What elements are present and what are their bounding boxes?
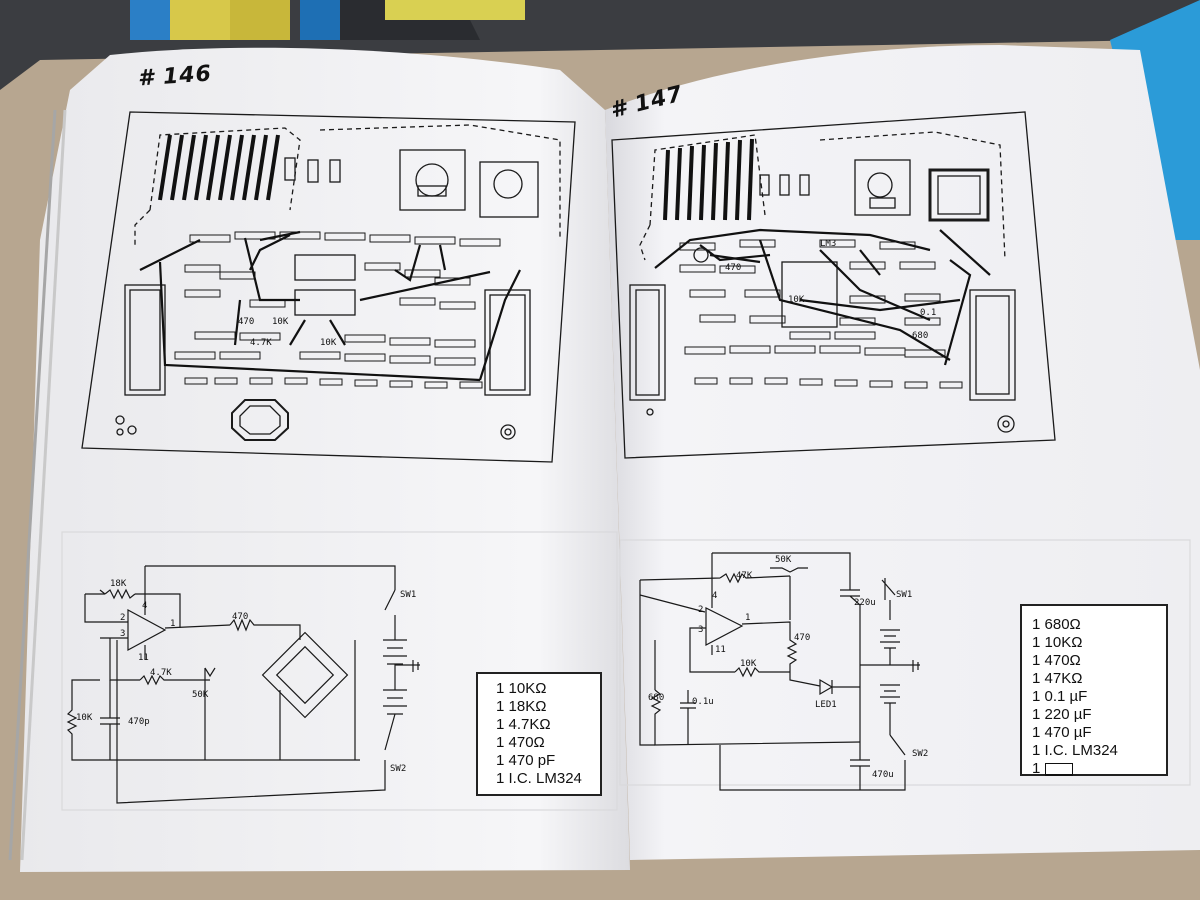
right-schematic: 50K 47K 220u SW1 4 2 3 1 11 470 10K 680 …	[619, 539, 1191, 791]
parts-list-147: 1 680Ω 1 10KΩ 1 470Ω 1 47KΩ 1 0.1 µF 1 2…	[1020, 604, 1168, 778]
schematic-label: 3	[698, 625, 703, 635]
board-label: LM3	[820, 239, 836, 249]
parts-list-item: 1 0.1 µF	[1032, 688, 1088, 705]
parts-list-item: 1 I.C. LM324	[1032, 742, 1118, 759]
schematic-label: 47K	[736, 571, 753, 581]
parts-list-item: 1 470 pF	[496, 752, 556, 769]
parts-list-item: 1 470Ω	[1032, 652, 1081, 669]
left-breadboard-diagram: 470 10K 4.7K 10K	[81, 111, 576, 463]
schematic-label: LED1	[815, 700, 837, 710]
parts-list-item: 1 18KΩ	[496, 698, 547, 715]
schematic-label: 11	[138, 653, 149, 663]
board-label: 4.7K	[250, 338, 272, 348]
schematic-label: 4	[712, 591, 717, 601]
left-schematic: 18K 470 4.7K 50K 10K 470p SW1 SW2 4 2 3 …	[61, 531, 618, 811]
schematic-label: 680	[648, 693, 664, 703]
schematic-label: SW1	[896, 590, 912, 600]
board-label: 10K	[272, 317, 289, 327]
schematic-label: 10K	[740, 659, 757, 669]
parts-list-item: 1 680Ω	[1032, 616, 1081, 633]
parts-list-item: 1	[1032, 760, 1166, 778]
schematic-label: 470	[794, 633, 810, 643]
board-label: 10K	[320, 338, 337, 348]
board-label: 470	[238, 317, 254, 327]
component-strip-top	[130, 0, 525, 40]
schematic-label: 50K	[192, 690, 209, 700]
schematic-label: 470	[232, 612, 248, 622]
schematic-label: 11	[715, 645, 726, 655]
board-label: 680	[912, 331, 928, 341]
schematic-label: 2	[120, 613, 125, 623]
parts-list-item: 1 10KΩ	[1032, 634, 1083, 651]
schematic-label: 4	[142, 601, 147, 611]
schematic-label: 470p	[128, 717, 150, 727]
parts-list-item: 1 470Ω	[496, 734, 545, 751]
schematic-label: SW2	[912, 749, 928, 759]
parts-list-item: 1 47KΩ	[1032, 670, 1083, 687]
schematic-label: SW1	[400, 590, 416, 600]
parts-list-item: 1 220 µF	[1032, 706, 1092, 723]
board-label: 470	[725, 263, 741, 273]
parts-list-item: 1 I.C. LM324	[496, 770, 582, 787]
board-label: 0.1	[920, 308, 936, 318]
speaker-symbol-icon	[1044, 762, 1073, 776]
parts-list-146: 1 10KΩ 1 18KΩ 1 4.7KΩ 1 470Ω 1 470 pF 1 …	[476, 672, 602, 796]
schematic-label: 2	[698, 605, 703, 615]
spiral-binding	[8, 109, 67, 861]
right-breadboard-diagram: LM3 470 10K 0.1 680	[611, 111, 1056, 459]
schematic-label: 470u	[872, 770, 894, 780]
schematic-label: 3	[120, 629, 125, 639]
board-label: 10K	[788, 295, 805, 305]
parts-list-item: 1 470 µF	[1032, 724, 1092, 741]
schematic-label: 50K	[775, 555, 792, 565]
schematic-label: 10K	[76, 713, 93, 723]
schematic-label: 220u	[854, 598, 876, 608]
parts-list-item: 1 4.7KΩ	[496, 716, 551, 733]
project-number-146: # 146	[137, 61, 213, 92]
schematic-label: 1	[170, 619, 175, 629]
schematic-label: 1	[745, 613, 750, 623]
schematic-label: 18K	[110, 579, 127, 589]
schematic-label: 0.1u	[692, 697, 714, 707]
parts-list-item: 1 10KΩ	[496, 680, 547, 697]
schematic-label: SW2	[390, 764, 406, 774]
schematic-label: 4.7K	[150, 668, 172, 678]
